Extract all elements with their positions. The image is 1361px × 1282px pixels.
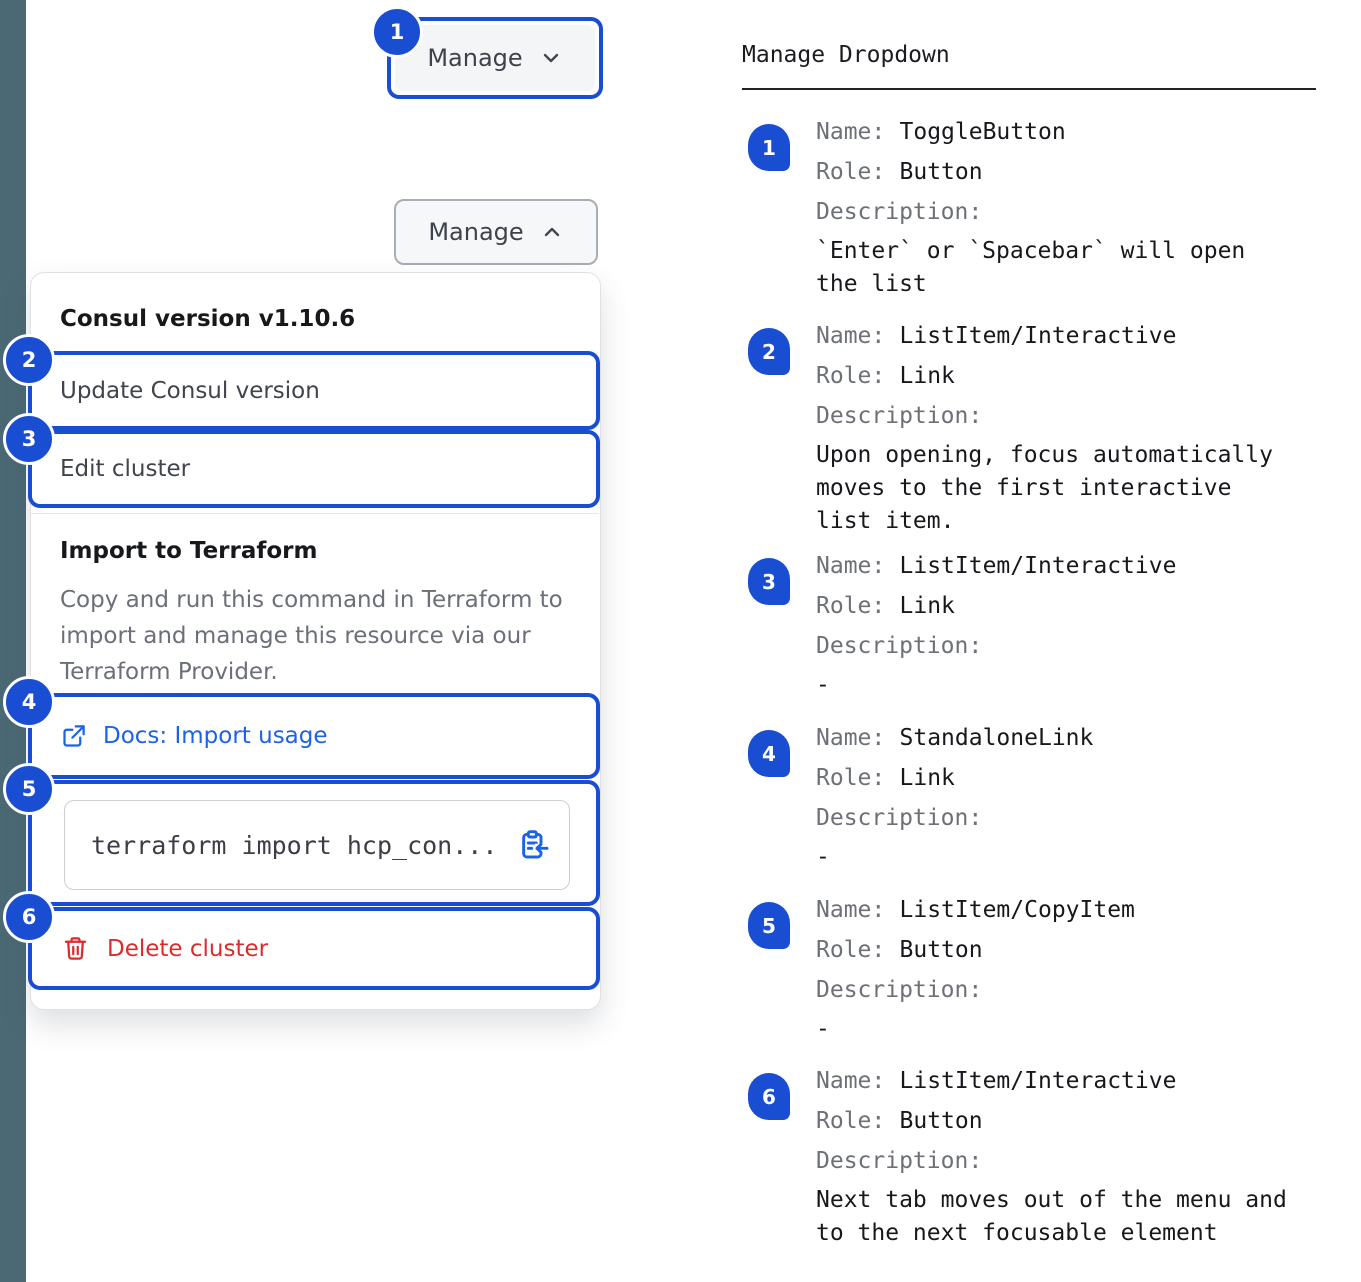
annotation-entry-badge: 4	[748, 730, 790, 777]
import-section-title: Import to Terraform	[60, 538, 318, 564]
chevron-up-icon	[544, 227, 559, 237]
trash-icon	[64, 937, 87, 960]
description-value: Next tab moves out of the menu and to th…	[816, 1187, 1287, 1246]
terraform-command-text: terraform import hcp_con...	[91, 830, 498, 860]
description-label: Description:	[816, 633, 983, 659]
role-label: Role:	[816, 159, 886, 185]
delete-cluster-button[interactable]: Delete cluster	[62, 935, 268, 962]
annotation-entry-badge: 2	[748, 328, 790, 375]
docs-import-usage-link[interactable]: Docs: Import usage	[60, 723, 328, 750]
docs-link-label: Docs: Import usage	[103, 723, 328, 749]
role-label: Role:	[816, 937, 886, 963]
description-value: -	[816, 844, 830, 870]
description-label: Description:	[816, 403, 983, 429]
badge-number: 2	[21, 348, 37, 372]
clipboard-copy-icon	[522, 830, 549, 859]
role-label: Role:	[816, 1108, 886, 1134]
manage-toggle-button-expanded[interactable]: Manage	[394, 199, 598, 265]
name-value: ListItem/Interactive	[899, 553, 1177, 579]
description-label: Description:	[816, 1148, 983, 1174]
annotation-entry-3: 3 Name: ListItem/Interactive Role: Link De…	[742, 546, 1332, 702]
menu-item-edit-cluster[interactable]: Edit cluster	[60, 456, 191, 482]
description-value: Upon opening, focus automatically moves …	[816, 442, 1273, 534]
annotation-outline-copy-item: terraform import hcp_con...	[28, 780, 600, 906]
name-value: ListItem/CopyItem	[899, 897, 1135, 923]
annotation-outline-update-item: Update Consul version	[28, 351, 600, 430]
role-value: Button	[899, 937, 983, 963]
external-link-icon	[63, 724, 85, 747]
role-label: Role:	[816, 593, 886, 619]
annotation-badge-4: 4	[3, 676, 55, 728]
annotation-badge-5: 5	[3, 763, 55, 815]
name-value: ListItem/Interactive	[899, 1068, 1177, 1094]
left-edge-strip	[0, 0, 26, 1282]
role-label: Role:	[816, 363, 886, 389]
badge-number: 1	[389, 20, 405, 44]
delete-cluster-label: Delete cluster	[107, 935, 269, 962]
annotation-badge-2: 2	[3, 334, 55, 386]
annotation-entry-2: 2 Name: ListItem/Interactive Role: Link De…	[742, 316, 1332, 538]
description-label: Description:	[816, 805, 983, 831]
annotations-title-rule	[742, 88, 1316, 90]
menu-item-update-consul-version[interactable]: Update Consul version	[60, 377, 320, 404]
badge-number: 6	[21, 905, 37, 929]
description-value: -	[816, 1016, 830, 1042]
role-value: Link	[899, 363, 955, 389]
annotation-outline-edit-item: Edit cluster	[28, 430, 600, 508]
name-label: Name:	[816, 553, 886, 579]
import-section-description: Copy and run this command in Terraform t…	[60, 587, 563, 685]
annotation-entry-badge: 1	[748, 124, 790, 171]
role-label: Role:	[816, 765, 886, 791]
name-value: ListItem/Interactive	[899, 323, 1177, 349]
role-value: Button	[899, 1108, 983, 1134]
annotation-entry-5: 5 Name: ListItem/CopyItem Role: Button Des…	[742, 890, 1332, 1046]
annotation-entry-badge: 3	[748, 558, 790, 605]
chevron-down-icon	[543, 53, 558, 63]
description-value: `Enter` or `Spacebar` will open the list	[816, 238, 1246, 297]
annotation-badge-3: 3	[3, 413, 55, 465]
annotation-outline-docs-link: Docs: Import usage	[28, 693, 600, 779]
description-value: -	[816, 672, 830, 698]
name-label: Name:	[816, 323, 886, 349]
annotation-badge-6: 6	[3, 891, 55, 943]
annotation-outline-toggle-button: Manage	[387, 17, 603, 99]
annotation-outline-delete-item: Delete cluster	[28, 907, 600, 990]
name-value: StandaloneLink	[899, 725, 1094, 751]
manage-toggle-button[interactable]: Manage	[395, 25, 595, 91]
annotation-entry-badge: 6	[748, 1073, 790, 1120]
name-label: Name:	[816, 897, 886, 923]
name-label: Name:	[816, 119, 886, 145]
annotation-entry-4: 4 Name: StandaloneLink Role: Link Descript…	[742, 718, 1332, 874]
annotation-entry-1: 1 Name: ToggleButton Role: Button Descript…	[742, 112, 1332, 301]
name-label: Name:	[816, 1068, 886, 1094]
role-value: Button	[899, 159, 983, 185]
manage-button-label: Manage	[427, 44, 523, 72]
badge-number: 4	[21, 690, 37, 714]
annotations-title: Manage Dropdown	[742, 42, 950, 68]
badge-number: 5	[21, 777, 37, 801]
name-label: Name:	[816, 725, 886, 751]
annotation-entry-6: 6 Name:ListItem/Interactive Role:Button …	[742, 1061, 1332, 1250]
badge-number: 3	[21, 427, 37, 451]
annotation-badge-1: 1	[371, 6, 423, 58]
annotation-entry-badge: 5	[748, 902, 790, 949]
menu-separator	[31, 513, 599, 514]
name-value: ToggleButton	[899, 119, 1066, 145]
terraform-copy-item[interactable]: terraform import hcp_con...	[64, 800, 570, 890]
role-value: Link	[899, 593, 955, 619]
role-value: Link	[899, 765, 955, 791]
description-label: Description:	[816, 199, 983, 225]
description-label: Description:	[816, 977, 983, 1003]
manage-button-label: Manage	[428, 218, 524, 246]
consul-version-label: Consul version v1.10.6	[60, 306, 356, 332]
